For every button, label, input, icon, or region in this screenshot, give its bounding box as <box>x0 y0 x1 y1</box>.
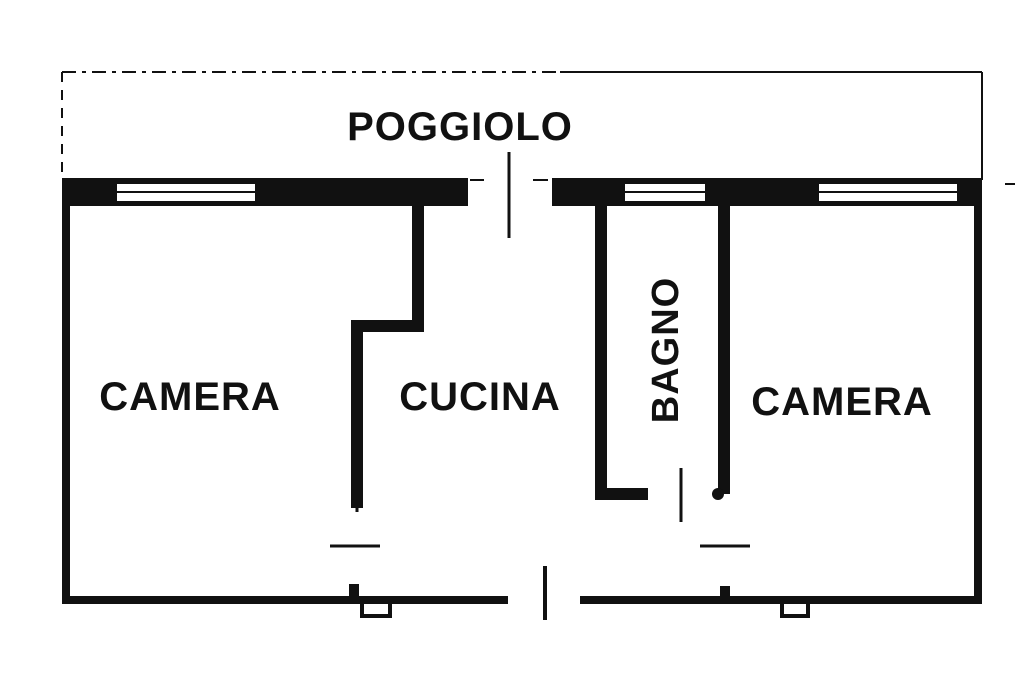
bottom-details <box>360 600 810 618</box>
bottom-posts <box>349 584 730 604</box>
label-kitchen: CUCINA <box>399 375 561 419</box>
wall-kitchen-bathroom <box>595 206 648 500</box>
wall-end-mark <box>712 488 724 500</box>
label-bathroom: BAGNO <box>645 277 687 423</box>
outer-walls <box>62 200 982 604</box>
balcony-door <box>470 152 548 238</box>
wall-bedroom-kitchen <box>351 206 424 508</box>
label-balcony: POGGIOLO <box>347 105 573 149</box>
windows <box>115 182 959 203</box>
balcony-outline <box>61 71 1015 185</box>
interior-doors <box>330 468 750 548</box>
label-bedroom-left: CAMERA <box>99 375 281 419</box>
label-bedroom-right: CAMERA <box>751 380 933 424</box>
